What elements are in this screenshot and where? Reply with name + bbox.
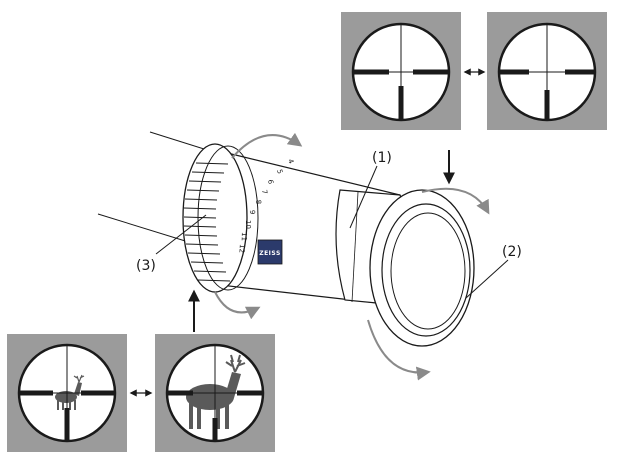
zoom-mark: 9	[248, 210, 256, 215]
callout-leader-2	[465, 259, 509, 299]
deer-icon	[55, 374, 85, 410]
crosshair-icon	[167, 345, 263, 441]
zoom-mark: 12	[237, 244, 246, 253]
zoom-mark: 4	[286, 158, 295, 165]
rotation-arrow-icon	[421, 187, 490, 215]
brand-badge: ZEISS	[257, 239, 283, 265]
brand-label: ZEISS	[259, 250, 281, 257]
knurl-grips	[183, 162, 231, 282]
deer-icon	[186, 354, 246, 429]
callout-label-3: (3)	[136, 258, 156, 274]
zoom-mark: 8	[254, 199, 262, 204]
callout-leader-1	[349, 165, 378, 229]
zoom-mark: 7	[260, 189, 269, 195]
crosshair-icon	[353, 24, 449, 120]
zoom-mark: 11	[240, 232, 248, 241]
riflescope-eyepiece: 4 5 6 7 8 9 10 11 12 ZEISS	[97, 131, 475, 347]
callout-label-1: (1)	[372, 150, 392, 166]
rotation-arrow-icon	[214, 291, 261, 320]
zoom-mark: 6	[266, 179, 275, 185]
crosshair-icon	[499, 24, 595, 120]
rotation-arrow-icon	[231, 132, 303, 159]
crosshair-icon	[19, 345, 115, 441]
diopter-ring[interactable]	[369, 189, 475, 347]
magnification-ring[interactable]: 4 5 6 7 8 9 10 11 12	[182, 143, 295, 293]
rotation-arrow-icon	[367, 319, 431, 381]
zoom-scale: 4 5 6 7 8 9 10 11 12	[237, 158, 295, 253]
callout-label-2: (2)	[502, 244, 522, 260]
zoom-mark: 10	[244, 220, 252, 229]
reticle-panel-top-right	[487, 12, 607, 130]
zoom-mark: 5	[275, 168, 284, 174]
reticle-panel-bottom-left	[7, 334, 127, 452]
callout-leader-3	[155, 214, 207, 255]
reticle-panel-bottom-right	[155, 334, 275, 452]
reticle-panel-top-left	[341, 12, 461, 130]
